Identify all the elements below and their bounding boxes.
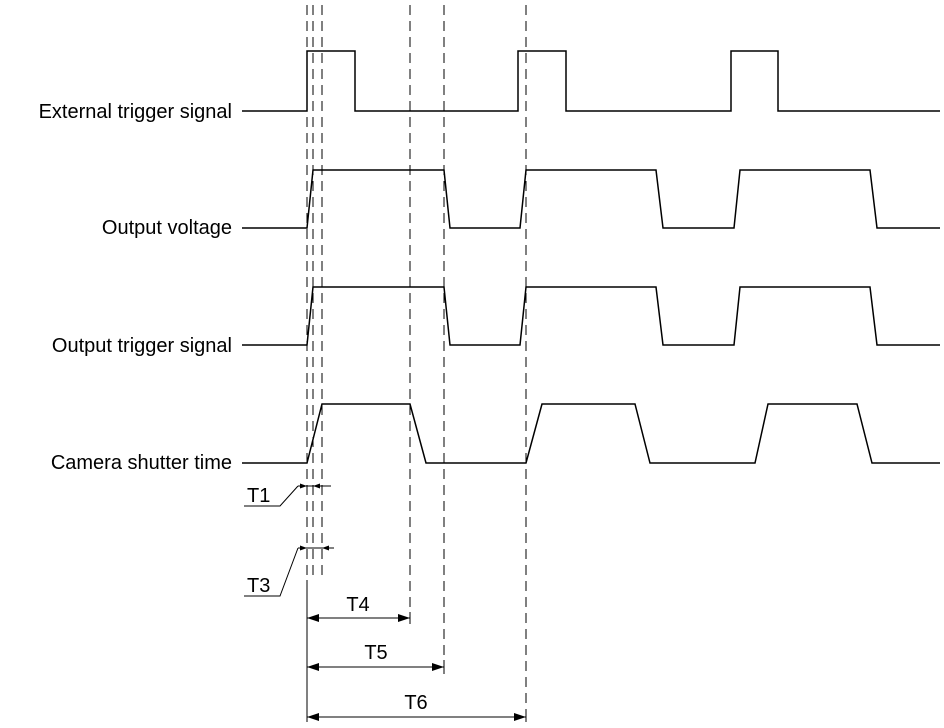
signal-label-voltage: Output voltage <box>102 217 232 239</box>
guide-lines <box>306 5 527 714</box>
t3-label: T3 <box>247 575 270 597</box>
signal-label-external: External trigger signal <box>39 101 232 123</box>
t1-label: T1 <box>247 485 270 507</box>
t4-label: T4 <box>346 594 369 616</box>
t3-dimension: T3 <box>244 545 334 597</box>
camera-shutter-waveform <box>242 403 940 464</box>
output-trigger-waveform <box>242 286 940 346</box>
t5-label: T5 <box>364 642 387 664</box>
signal-label-trigger: Output trigger signal <box>52 335 232 357</box>
t5-dimension: T5 <box>307 642 444 671</box>
t4-dimension: T4 <box>307 594 410 622</box>
t6-label: T6 <box>404 692 427 714</box>
external-trigger-waveform <box>242 50 940 112</box>
signal-label-shutter: Camera shutter time <box>51 452 232 474</box>
t6-dimension: T6 <box>307 692 526 721</box>
t1-dimension: T1 <box>244 483 331 507</box>
output-voltage-waveform <box>242 169 940 229</box>
